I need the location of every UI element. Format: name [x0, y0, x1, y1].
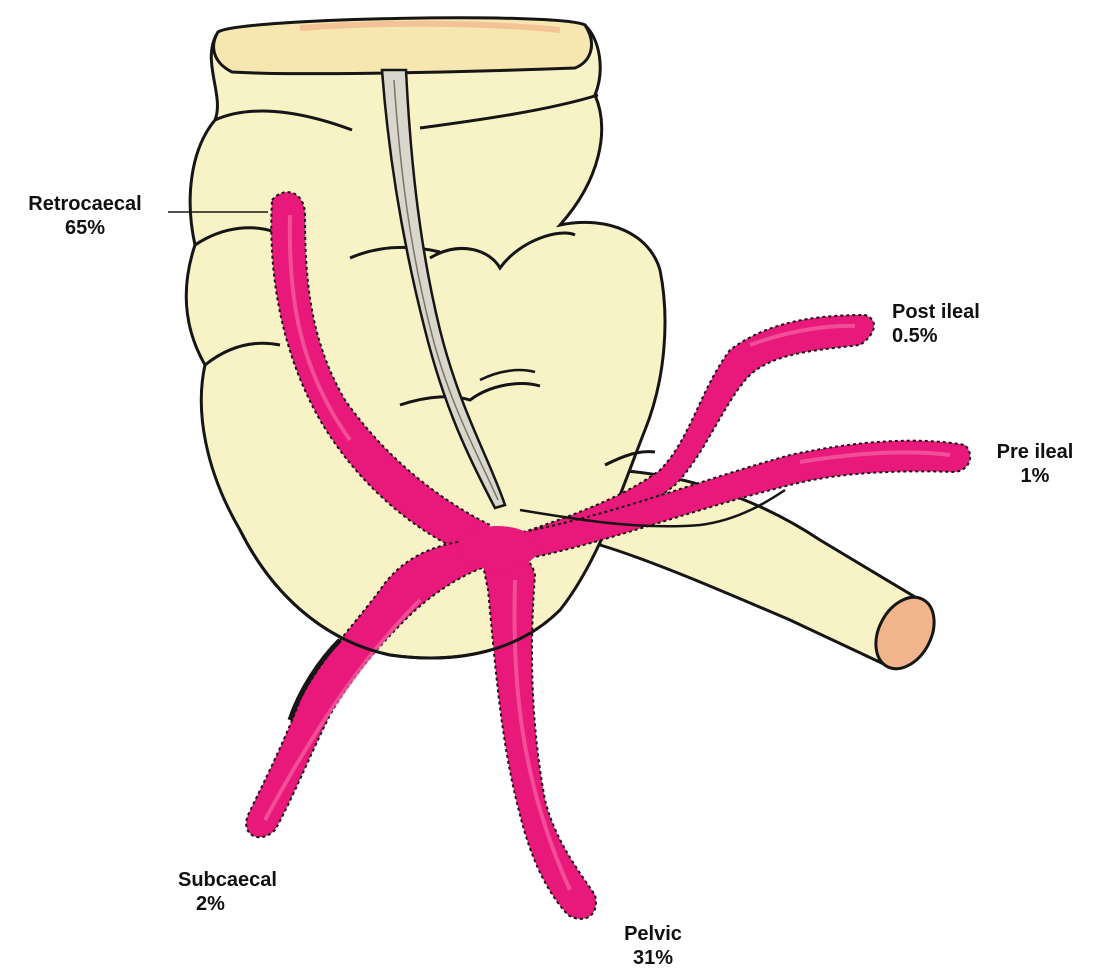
label-pelvic-percent: 31%	[608, 946, 698, 970]
label-pelvic: Pelvic 31%	[608, 922, 698, 970]
label-pelvic-name: Pelvic	[608, 922, 698, 946]
label-retrocaecal-percent: 65%	[10, 216, 160, 240]
label-retrocaecal-name: Retrocaecal	[10, 192, 160, 216]
appendix-base	[458, 526, 538, 570]
label-pre-ileal-percent: 1%	[985, 464, 1085, 488]
label-retrocaecal: Retrocaecal 65%	[10, 192, 160, 240]
label-subcaecal-name: Subcaecal	[178, 868, 277, 892]
label-subcaecal: Subcaecal 2%	[178, 868, 277, 916]
label-post-ileal-name: Post ileal	[892, 300, 980, 324]
label-pre-ileal: Pre ileal 1%	[985, 440, 1085, 488]
label-post-ileal-percent: 0.5%	[892, 324, 980, 348]
label-pre-ileal-name: Pre ileal	[985, 440, 1085, 464]
label-subcaecal-percent: 2%	[178, 892, 277, 916]
label-post-ileal: Post ileal 0.5%	[892, 300, 980, 348]
